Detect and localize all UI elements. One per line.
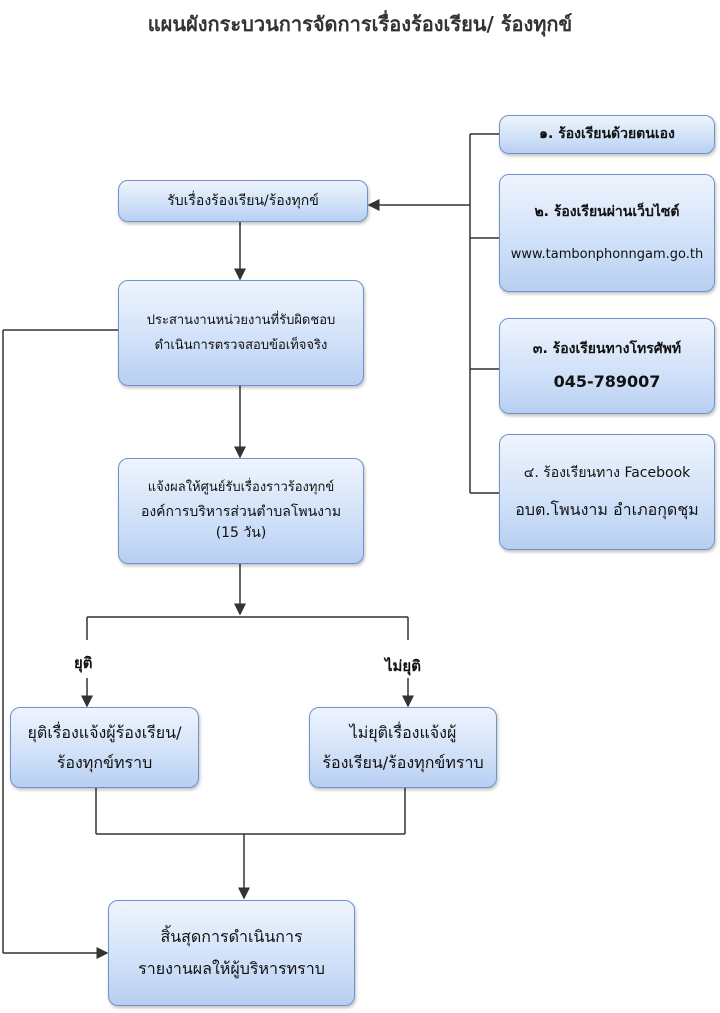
- channel-3-phone: 045-789007: [553, 371, 661, 391]
- unresolved-box: ไม่ยุติเรื่องแจ้งผู้ ร้องเรียน/ร้องทุกข์…: [309, 707, 497, 788]
- branch-label-unresolved: ไม่ยุติ: [385, 657, 421, 675]
- notify-line-2: องค์การบริหารส่วนตำบลโพนงาม: [140, 503, 342, 520]
- notify-line-1: แจ้งผลให้ศูนย์รับเรื่องราวร้องทุกข์: [147, 480, 335, 496]
- channel-4-box: ๔. ร้องเรียนทาง Facebook อบต.โพนงาม อำเภ…: [499, 434, 715, 550]
- channel-1-box: ๑. ร้องเรียนด้วยตนเอง: [499, 115, 715, 154]
- channel-2-box: ๒. ร้องเรียนผ่านเว็บไซต์ www.tambonphonn…: [499, 174, 715, 292]
- notify-line-3: (15 วัน): [215, 524, 267, 541]
- channel-3-label: ๓. ร้องเรียนทางโทรศัพท์: [532, 340, 682, 357]
- unresolved-line-2: ร้องเรียน/ร้องทุกข์ทราบ: [322, 752, 484, 772]
- coordinate-line-2: ดำเนินการตรวจสอบข้อเท็จจริง: [154, 338, 328, 353]
- receive-box: รับเรื่องร้องเรียน/ร้องทุกข์: [118, 180, 368, 222]
- channel-2-website: www.tambonphonngam.go.th: [510, 246, 704, 262]
- branch-label-resolved: ยุติ: [74, 654, 93, 672]
- end-line-2: รายงานผลให้ผู้บริหารทราบ: [138, 959, 325, 978]
- resolved-line-2: ร้องทุกข์ทราบ: [56, 752, 153, 772]
- coordinate-box: ประสานงานหน่วยงานที่รับผิดชอบ ดำเนินการต…: [118, 280, 364, 386]
- receive-label: รับเรื่องร้องเรียน/ร้องทุกข์: [167, 192, 319, 209]
- channel-4-label: ๔. ร้องเรียนทาง Facebook: [523, 464, 691, 481]
- notify-box: แจ้งผลให้ศูนย์รับเรื่องราวร้องทุกข์ องค์…: [118, 458, 364, 564]
- channel-1-label: ๑. ร้องเรียนด้วยตนเอง: [539, 126, 675, 142]
- resolved-line-1: ยุติเรื่องแจ้งผู้ร้องเรียน/: [27, 722, 182, 742]
- channel-4-facebook-page: อบต.โพนงาม อำเภอกุดชุม: [515, 499, 699, 519]
- end-box: สิ้นสุดการดำเนินการ รายงานผลให้ผู้บริหาร…: [108, 900, 355, 1006]
- unresolved-line-1: ไม่ยุติเรื่องแจ้งผู้: [349, 722, 457, 742]
- end-line-1: สิ้นสุดการดำเนินการ: [160, 927, 303, 946]
- coordinate-line-1: ประสานงานหน่วยงานที่รับผิดชอบ: [146, 312, 336, 328]
- channel-2-label: ๒. ร้องเรียนผ่านเว็บไซต์: [534, 203, 680, 220]
- channel-3-box: ๓. ร้องเรียนทางโทรศัพท์ 045-789007: [499, 318, 715, 414]
- resolved-box: ยุติเรื่องแจ้งผู้ร้องเรียน/ ร้องทุกข์ทรา…: [10, 707, 199, 788]
- diagram-title: แผนผังกระบวนการจัดการเรื่องร้องเรียน/ ร้…: [147, 12, 573, 36]
